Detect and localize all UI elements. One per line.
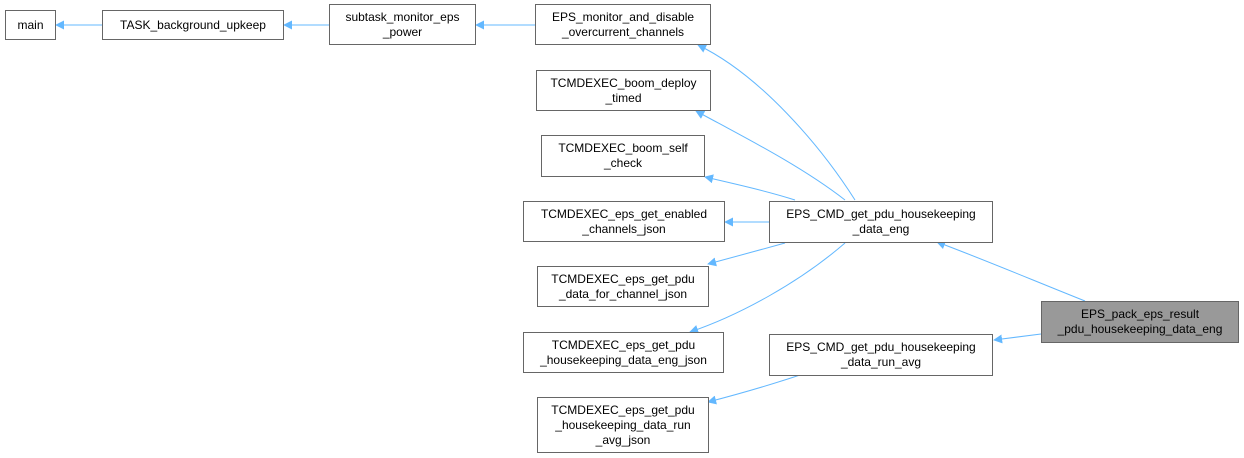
node-pack-line-1: EPS_pack_eps_result — [1080, 307, 1200, 321]
node-cmd-eng-line-1: EPS_CMD_get_pdu_housekeeping — [786, 207, 976, 221]
node-pack-line-2: _pdu_housekeeping_data_eng — [1057, 322, 1223, 336]
edge-cmdeng-to-boomdeploy — [695, 110, 846, 201]
node-data-for-channel-line-2: _data_for_channel_json — [558, 286, 688, 301]
node-hk-eng-json-line-2: _housekeeping_data_eng_json — [540, 352, 707, 367]
node-tcmdexec-boom-deploy-timed[interactable]: TCMDEXEC_boom_deploy _timed — [536, 70, 711, 111]
edge-cmdeng-to-boomselfcheck — [704, 174, 796, 201]
node-eps-monitor-line-2: _overcurrent_channels — [561, 24, 685, 39]
node-task-background-upkeep-line-1: TASK_background_upkeep — [120, 17, 266, 32]
node-cmd-runavg-line-1: EPS_CMD_get_pdu_housekeeping — [786, 340, 976, 354]
node-task-background-upkeep[interactable]: TASK_background_upkeep — [102, 10, 284, 40]
node-hk-runavg-json-line-2: _housekeeping_data_run — [555, 417, 691, 432]
node-eps-cmd-get-pdu-housekeeping-data-run-avg[interactable]: EPS_CMD_get_pdu_housekeeping _data_run_a… — [769, 334, 993, 376]
node-main-line-1: main — [17, 17, 44, 32]
node-tcmdexec-eps-get-pdu-housekeeping-data-eng-json[interactable]: TCMDEXEC_eps_get_pdu _housekeeping_data_… — [523, 332, 724, 373]
node-tcmdexec-eps-get-pdu-housekeeping-data-run-avg-json[interactable]: TCMDEXEC_eps_get_pdu _housekeeping_data_… — [537, 397, 709, 453]
node-tcmdexec-boom-self-check[interactable]: TCMDEXEC_boom_self _check — [541, 135, 705, 177]
node-enabled-channels-line-2: _channels_json — [582, 221, 666, 236]
node-subtask-monitor-eps-power-line-2: _power — [382, 24, 423, 39]
node-eps-pack-eps-result-pdu-housekeeping-data-eng: EPS_pack_eps_result _pdu_housekeeping_da… — [1041, 301, 1239, 343]
edge-pack-to-cmdrunavg — [993, 333, 1042, 344]
node-eps-cmd-get-pdu-housekeeping-data-eng[interactable]: EPS_CMD_get_pdu_housekeeping _data_eng — [769, 201, 993, 243]
node-main[interactable]: main — [5, 10, 56, 40]
node-boom-deploy-line-1: TCMDEXEC_boom_deploy — [550, 75, 697, 90]
node-tcmdexec-eps-get-enabled-channels-json[interactable]: TCMDEXEC_eps_get_enabled _channels_json — [523, 201, 725, 242]
node-enabled-channels-line-1: TCMDEXEC_eps_get_enabled — [540, 206, 708, 221]
node-data-for-channel-line-1: TCMDEXEC_eps_get_pdu — [551, 271, 695, 286]
node-hk-runavg-json-line-1: TCMDEXEC_eps_get_pdu — [551, 402, 695, 417]
node-subtask-monitor-eps-power[interactable]: subtask_monitor_eps _power — [329, 4, 476, 45]
node-tcmdexec-eps-get-pdu-data-for-channel-json[interactable]: TCMDEXEC_eps_get_pdu _data_for_channel_j… — [537, 266, 709, 307]
node-cmd-eng-line-2: _data_eng — [852, 222, 910, 236]
node-boom-self-check-line-2: _check — [603, 156, 643, 170]
node-boom-deploy-line-2: _timed — [605, 90, 642, 105]
node-eps-monitor-and-disable-overcurrent-channels[interactable]: EPS_monitor_and_disable _overcurrent_cha… — [535, 4, 711, 45]
node-cmd-runavg-line-2: _data_run_avg — [840, 355, 922, 369]
node-hk-runavg-json-line-3: _avg_json — [595, 432, 651, 447]
edge-pack-to-cmdeng — [936, 240, 1086, 302]
edge-runavg-to-runavgjson — [707, 374, 801, 405]
edge-cmdeng-to-engjson — [689, 242, 846, 334]
node-eps-monitor-line-1: EPS_monitor_and_disable — [551, 9, 695, 24]
edge-cmdeng-to-datachannel — [707, 242, 786, 267]
node-boom-self-check-line-1: TCMDEXEC_boom_self — [558, 141, 688, 155]
node-hk-eng-json-line-1: TCMDEXEC_eps_get_pdu — [551, 337, 696, 352]
edge-cmdeng-to-monitor — [697, 44, 856, 201]
node-subtask-monitor-eps-power-line-1: subtask_monitor_eps — [345, 9, 460, 24]
